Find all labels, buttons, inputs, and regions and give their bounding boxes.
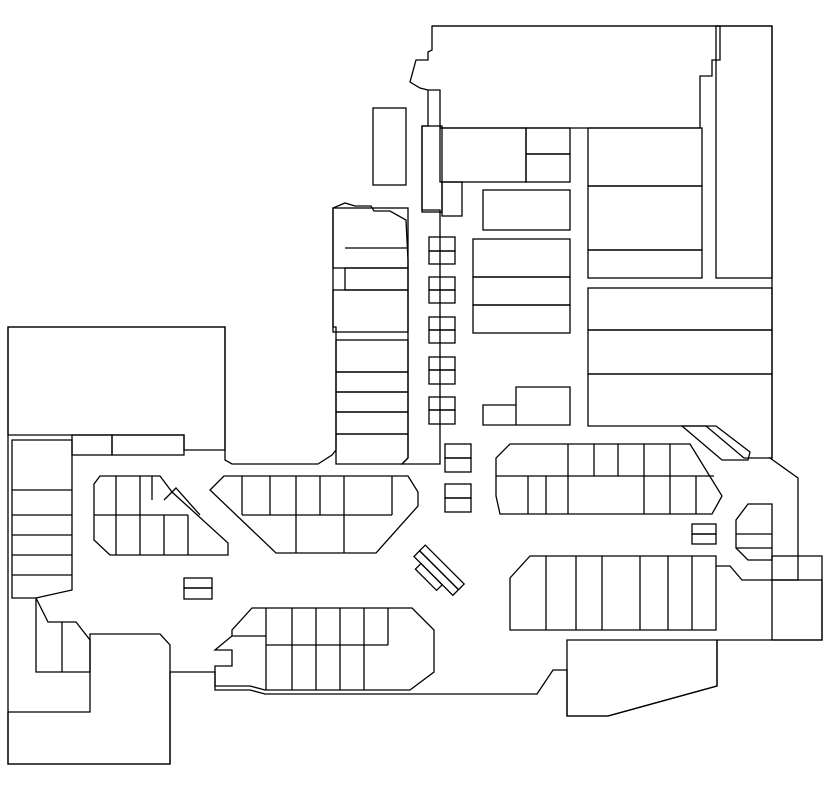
kiosk [444,497,472,513]
store-southeast-2 [771,579,823,641]
kiosk [444,457,472,473]
kiosk [183,587,213,600]
kiosk [183,577,213,589]
island-south [213,607,435,691]
store-row-southeast [509,555,717,631]
store-east-round [735,503,773,561]
island-central [209,475,419,554]
store-upper-f [587,249,703,279]
kiosk [428,236,456,252]
kiosk [428,276,456,291]
store-col-3 [332,289,409,333]
kiosk [428,356,456,371]
store-col-8 [335,433,409,465]
store-east-2 [587,329,773,375]
store-west-small-1 [71,434,113,456]
store-ne [715,25,773,279]
kiosk [428,329,456,344]
kiosk [691,523,717,535]
store-upper-d [587,127,703,187]
kiosk [691,533,717,545]
island-east [495,443,723,515]
store-east-1 [587,287,773,331]
store-southeast-angled [716,565,772,581]
store-col-7 [335,411,409,435]
kiosk [428,369,456,385]
store-east-angled [680,425,751,461]
kiosk [444,443,472,459]
kiosk [428,289,456,304]
store-east-3 [587,373,773,459]
store-central-4 [472,304,571,334]
kiosk [428,250,456,265]
store-upper-e [587,185,703,251]
store-small-north [441,181,463,217]
store-central-3 [472,276,571,306]
store-west-strip [11,439,73,599]
anchor-store-north [428,25,721,129]
kiosk [428,316,456,331]
kiosk [444,483,472,499]
anchor-store-southeast [566,639,718,717]
store-col-2 [344,267,409,291]
store-upper-b [525,127,571,155]
island-west [93,475,229,556]
store-southwest-a [35,597,91,673]
store-southwest-b [7,633,171,765]
store-central-1 [482,189,571,231]
column-store [421,125,443,213]
store-col-4 [335,339,409,373]
escalator [413,544,466,597]
standalone-block [372,107,407,186]
mall-outline [7,25,823,765]
store-col-6 [335,391,409,413]
kiosk [428,396,456,411]
store-central-l [482,386,571,426]
island-west-corner [163,487,201,516]
store-col-5 [335,371,409,393]
store-southeast-1 [771,555,799,581]
store-west-small-2 [111,434,185,456]
store-col-1 [332,207,409,269]
kiosk [428,409,456,425]
store-central-2 [472,238,571,278]
store-upper-c [525,153,571,183]
anchor-store-west [7,326,226,451]
store-upper-a [439,127,527,183]
